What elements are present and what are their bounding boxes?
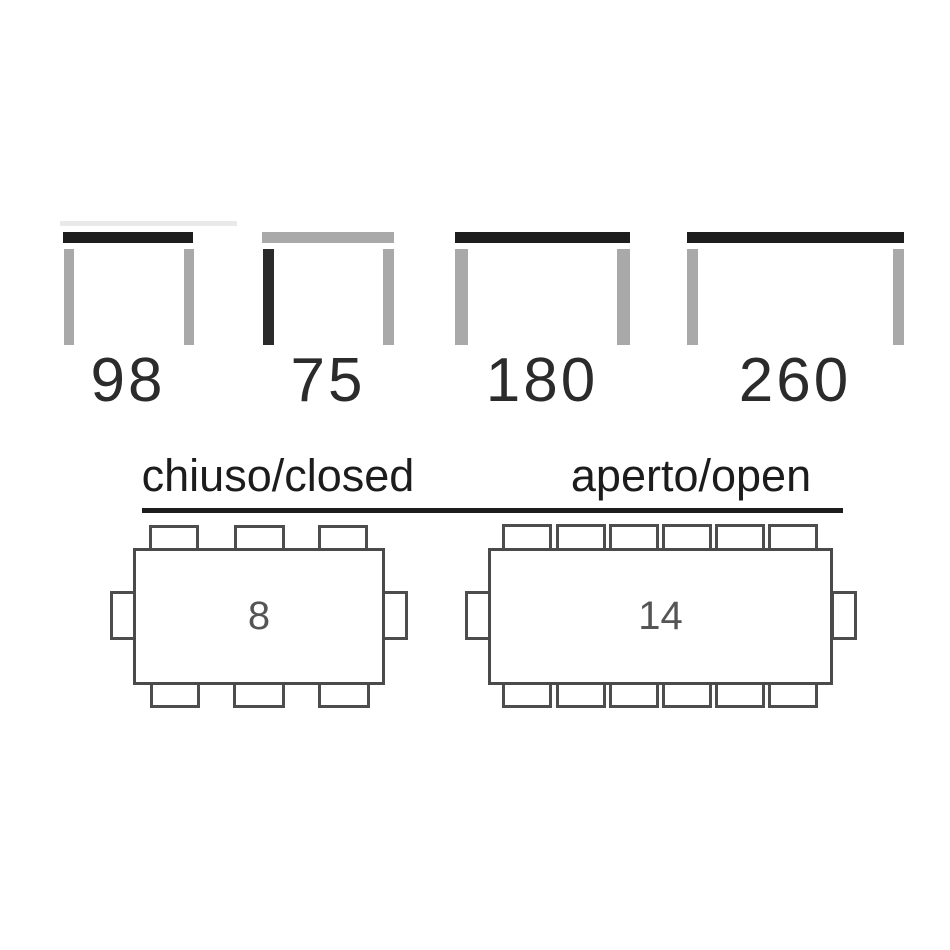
table-leg-left: [687, 249, 698, 345]
extension-ghost-line: [60, 221, 237, 226]
table-leg-right: [383, 249, 394, 345]
chair: [382, 591, 408, 640]
dimension-value: 98: [90, 346, 166, 415]
table-leg-right: [617, 249, 630, 345]
tabletop-plan-open: 14: [488, 548, 833, 685]
tabletop-bar: [262, 232, 394, 243]
seat-count-open: 14: [638, 594, 683, 638]
section-underline: [142, 508, 843, 513]
tabletop-plan-closed: 8: [133, 548, 385, 685]
section-title-open: aperto/open: [570, 450, 812, 501]
tabletop-bar: [687, 232, 904, 243]
dimension-value: 180: [485, 346, 599, 415]
table-leg-left-highlighted: [263, 249, 274, 345]
section-title-closed: chiuso/closed: [141, 450, 415, 501]
table-leg-left: [455, 249, 468, 345]
dimension-value: 75: [290, 346, 366, 415]
table-leg-right: [184, 249, 194, 345]
tabletop-bar: [63, 232, 193, 243]
dimension-value: 260: [738, 346, 852, 415]
seat-count-closed: 8: [247, 594, 271, 638]
tabletop-bar: [455, 232, 630, 243]
table-leg-right: [893, 249, 904, 345]
table-leg-left: [64, 249, 74, 345]
chair: [831, 591, 857, 640]
